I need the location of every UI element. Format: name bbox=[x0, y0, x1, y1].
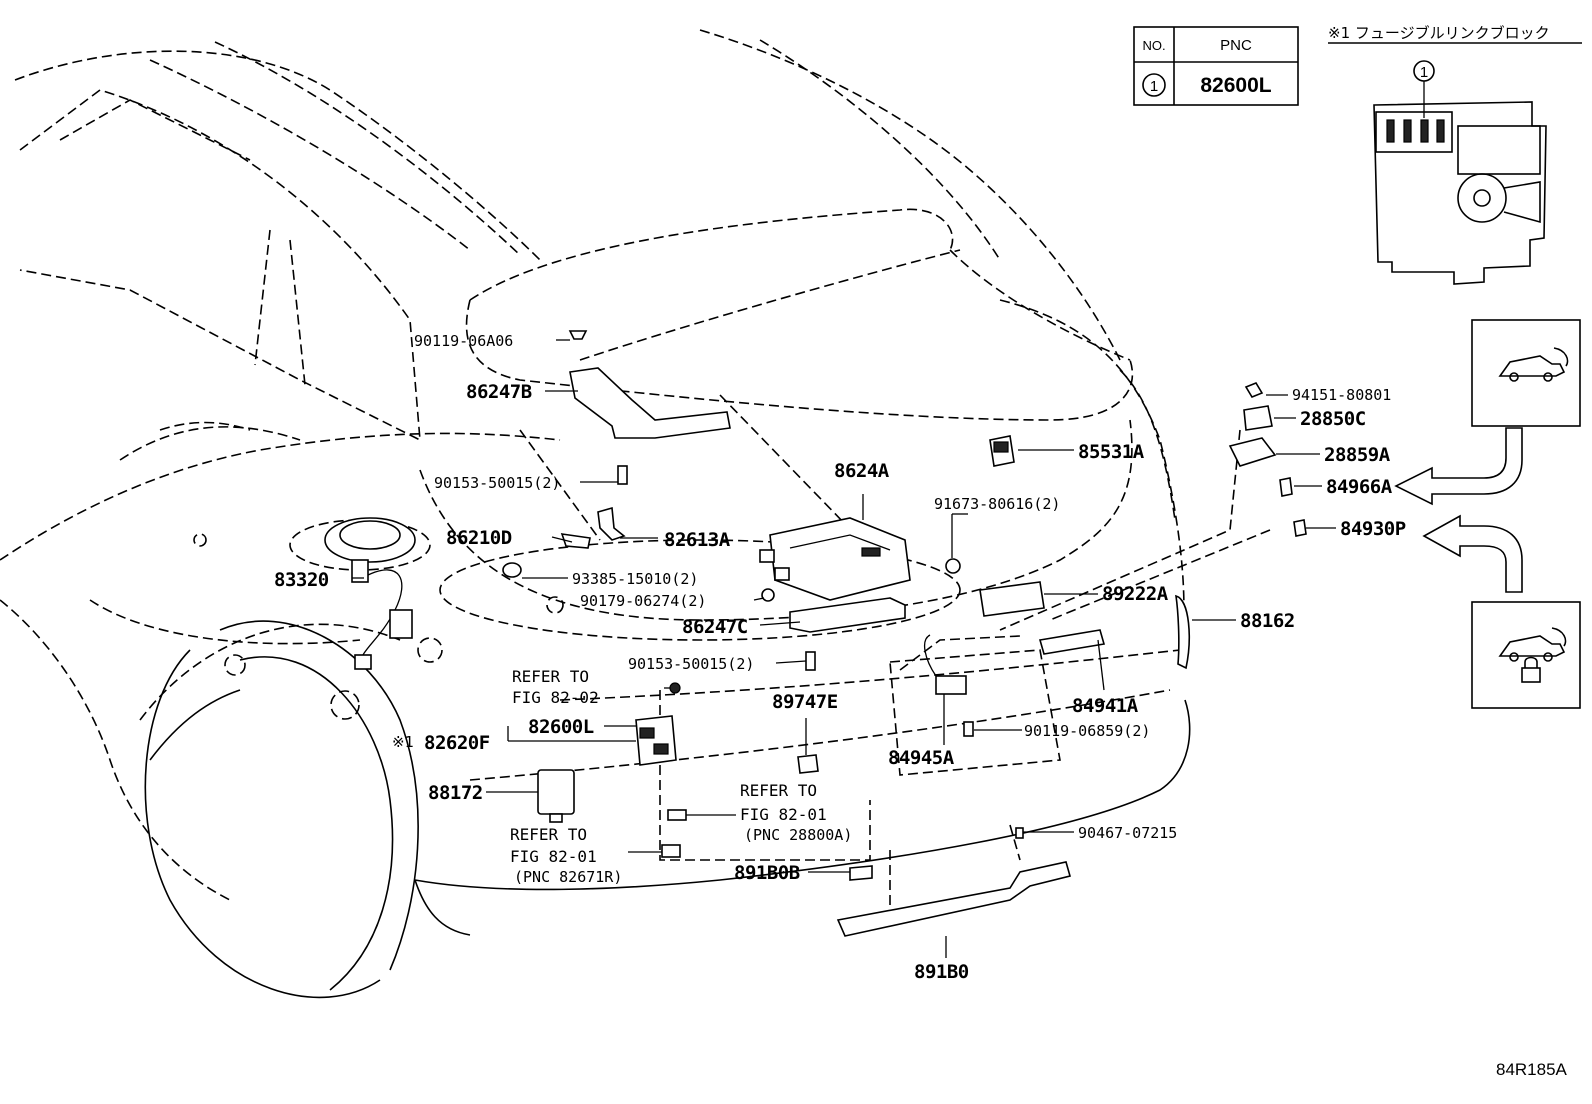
switch-84941A bbox=[1038, 629, 1106, 655]
label-82620F-mark: ※1 bbox=[392, 733, 414, 751]
arrows bbox=[1394, 427, 1523, 593]
label-86210D: 86210D bbox=[446, 527, 512, 549]
relay-82600L bbox=[635, 715, 677, 766]
clip-891B0B bbox=[849, 865, 873, 881]
label-85531A: 85531A bbox=[1078, 441, 1145, 463]
bracket-86247C bbox=[789, 597, 906, 633]
connector-82671R bbox=[661, 844, 681, 858]
bracket-28859A bbox=[1228, 437, 1277, 467]
label-83320: 83320 bbox=[274, 569, 329, 591]
reference-notes: REFER TO FIG 82-02 REFER TO FIG 82-01 (P… bbox=[510, 667, 852, 886]
bolt-90153-lower bbox=[805, 651, 816, 671]
ref-fig-82-01-b-line3: (PNC 82671R) bbox=[514, 868, 622, 886]
label-86247B: 86247B bbox=[466, 381, 532, 403]
label-88162: 88162 bbox=[1240, 610, 1295, 632]
nut-82620F bbox=[669, 682, 681, 694]
label-84945A: 84945A bbox=[888, 747, 955, 769]
fusible-link-inset: ※1 フュージブルリンクブロック 1 bbox=[1328, 24, 1582, 285]
bolt-90119-06A06 bbox=[568, 330, 588, 340]
arrow-84930P bbox=[1422, 514, 1523, 593]
ref-fig-82-01-a-line2: FIG 82-01 bbox=[740, 805, 827, 824]
label-28850C: 28850C bbox=[1300, 408, 1366, 430]
ref-fig-82-01-b-line2: FIG 82-01 bbox=[510, 847, 597, 866]
connector-ref-82-01 bbox=[667, 809, 687, 821]
garnish-891B0 bbox=[836, 861, 1071, 937]
leader-lines bbox=[352, 339, 1336, 958]
bracket-86247B bbox=[569, 367, 731, 439]
label-88172: 88172 bbox=[428, 782, 483, 804]
car-rear-view-icon bbox=[1471, 319, 1581, 427]
battery bbox=[889, 634, 1061, 776]
switch-84930P bbox=[1293, 519, 1307, 537]
label-93385-15010: 93385-15010(2) bbox=[572, 570, 698, 588]
label-90153-50015-upper: 90153-50015(2) bbox=[434, 474, 560, 492]
sender-83320 bbox=[324, 517, 416, 670]
ref-fig-82-01-a-line3: (PNC 28800A) bbox=[744, 826, 852, 844]
label-8624A: 8624A bbox=[834, 460, 890, 482]
label-91673-80616: 91673-80616(2) bbox=[934, 495, 1060, 513]
label-90467-07215: 90467-07215 bbox=[1078, 824, 1177, 842]
label-84941A: 84941A bbox=[1072, 695, 1139, 717]
table-header-no: NO. bbox=[1142, 38, 1165, 53]
ref-fig-82-02-line1: REFER TO bbox=[512, 667, 589, 686]
bolt-90119-06859 bbox=[963, 721, 974, 737]
clip-86210D bbox=[560, 533, 591, 549]
table-row-pnc: 82600L bbox=[1200, 74, 1271, 97]
ref-fig-82-02-line2: FIG 82-02 bbox=[512, 688, 599, 707]
arrow-84966A bbox=[1394, 427, 1523, 506]
inset-title: ※1 フュージブルリンクブロック bbox=[1328, 24, 1550, 42]
grommet-93385 bbox=[502, 562, 522, 578]
label-89222A: 89222A bbox=[1102, 583, 1169, 605]
sensor-89747E bbox=[797, 754, 819, 774]
ecu-8624A bbox=[759, 517, 911, 601]
label-82600L: 82600L bbox=[528, 716, 594, 738]
label-891B0: 891B0 bbox=[914, 961, 969, 983]
ref-fig-82-01-a-line1: REFER TO bbox=[740, 781, 817, 800]
label-94151-80801: 94151-80801 bbox=[1292, 386, 1391, 404]
label-89747E: 89747E bbox=[772, 691, 838, 713]
part-labels: 90119-06A06 86247B 90153-50015(2) 86210D… bbox=[274, 332, 1406, 983]
label-82620F: 82620F bbox=[424, 732, 490, 754]
label-28859A: 28859A bbox=[1324, 444, 1391, 466]
unit-88172 bbox=[537, 769, 575, 823]
label-90179-06274: 90179-06274(2) bbox=[580, 592, 706, 610]
vehicle-outline bbox=[0, 29, 1271, 999]
label-90119-06A06: 90119-06A06 bbox=[414, 332, 513, 350]
bracket-82613A bbox=[597, 506, 626, 541]
label-90153-50015-lower: 90153-50015(2) bbox=[628, 655, 754, 673]
nut-90179 bbox=[761, 588, 775, 602]
pnc-table: NO. PNC 1 82600L bbox=[1133, 26, 1299, 106]
label-84966A: 84966A bbox=[1326, 476, 1393, 498]
fusible-link-block-drawing bbox=[1373, 101, 1547, 285]
module-89222A bbox=[979, 581, 1045, 617]
part-drawings bbox=[324, 330, 1307, 937]
nut-91673 bbox=[945, 558, 961, 574]
table-header-pnc: PNC bbox=[1220, 37, 1252, 54]
nut-94151 bbox=[1244, 382, 1264, 398]
relay-28850C bbox=[1243, 405, 1273, 431]
label-84930P: 84930P bbox=[1340, 518, 1406, 540]
clip-90467 bbox=[1015, 827, 1024, 839]
reflector-88162 bbox=[1175, 594, 1190, 670]
ref-fig-82-01-b-line1: REFER TO bbox=[510, 825, 587, 844]
bolt-90153-upper bbox=[617, 465, 628, 485]
label-86247C: 86247C bbox=[682, 616, 748, 638]
car-lock-icon bbox=[1471, 601, 1581, 709]
switch-84966A bbox=[1279, 477, 1293, 497]
label-90119-06859: 90119-06859(2) bbox=[1024, 722, 1150, 740]
inset-callout: 1 bbox=[1420, 64, 1428, 81]
label-82613A: 82613A bbox=[664, 529, 731, 551]
label-891B0B: 891B0B bbox=[734, 862, 800, 884]
switch-85531A bbox=[989, 435, 1015, 467]
figure-code: 84R185A bbox=[1496, 1060, 1568, 1079]
table-row-no: 1 bbox=[1150, 78, 1158, 95]
